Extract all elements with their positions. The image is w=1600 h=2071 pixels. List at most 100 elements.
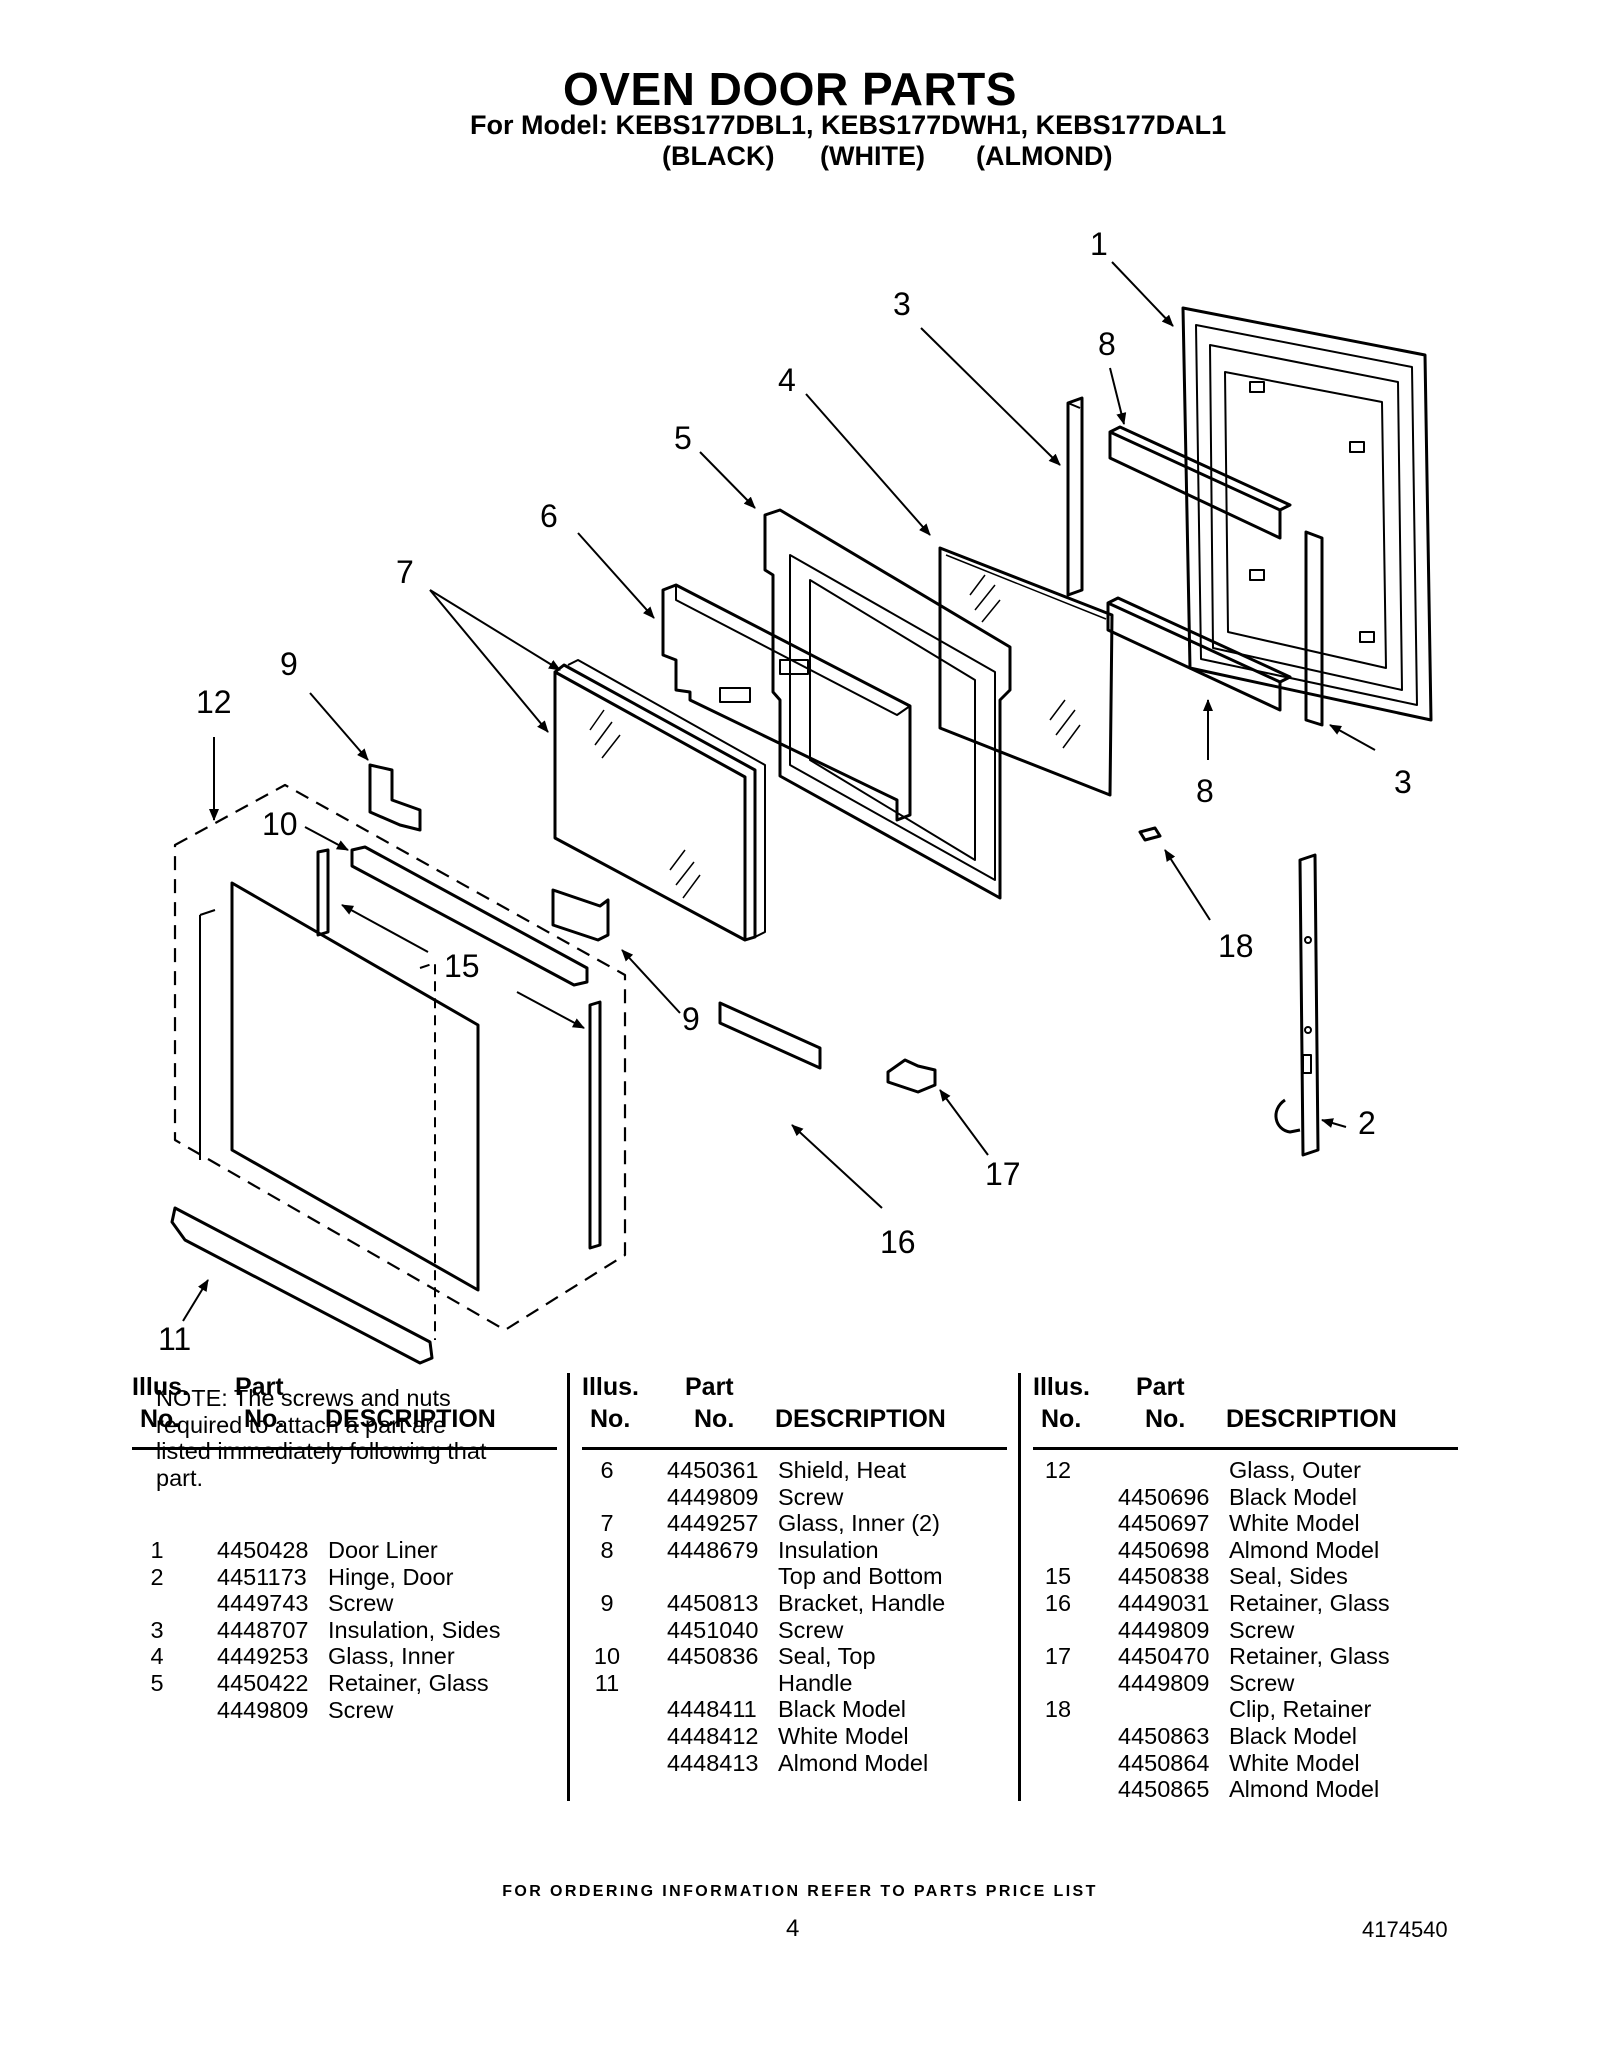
heat-shield-part xyxy=(661,583,912,822)
column-divider xyxy=(567,1373,570,1801)
callout-10: 10 xyxy=(262,806,298,842)
parts-column-2: Illus. No. Part No. DESCRIPTION 6 4450361… xyxy=(582,1373,1007,1776)
handle-part xyxy=(170,1206,434,1365)
part-number: 4450470 xyxy=(1118,1643,1210,1670)
seal-side-right-part xyxy=(588,1000,602,1250)
glass-outer-envelope xyxy=(173,783,627,1332)
part-number: 4450836 xyxy=(667,1643,759,1670)
part-description: White Model xyxy=(1229,1510,1360,1537)
seal-top-part xyxy=(350,845,589,987)
illus-number: 15 xyxy=(1044,1563,1072,1590)
callout-16: 16 xyxy=(880,1224,916,1260)
part-number: 4449743 xyxy=(217,1590,309,1617)
callout-5: 5 xyxy=(674,420,692,456)
variant-black: (BLACK) xyxy=(662,141,775,171)
insulation-top-part xyxy=(1108,425,1292,540)
header-description: DESCRIPTION xyxy=(325,1405,496,1433)
part-number: 4449031 xyxy=(1118,1590,1210,1616)
column-header: Illus. No. Part No. DESCRIPTION xyxy=(582,1373,1007,1450)
variant-almond: (ALMOND) xyxy=(976,141,1113,171)
part-description: Top and Bottom xyxy=(778,1563,943,1590)
part-description: Clip, Retainer xyxy=(1229,1696,1372,1723)
header-description: DESCRIPTION xyxy=(1226,1405,1397,1433)
header-part-no: No. xyxy=(694,1405,735,1433)
part-number: 4449809 xyxy=(217,1696,309,1723)
part-description: White Model xyxy=(1229,1749,1360,1776)
part-description: Shield, Heat xyxy=(778,1457,907,1483)
part-description: Retainer, Glass xyxy=(1229,1643,1390,1670)
insulation-bottom-part xyxy=(1106,596,1292,712)
retainer-glass-small-part xyxy=(886,1058,937,1094)
illus-number: 4 xyxy=(150,1643,164,1670)
part-description: White Model xyxy=(778,1723,909,1749)
part-number: 4449809 xyxy=(667,1483,759,1510)
part-description: Black Model xyxy=(1229,1483,1357,1510)
clip-retainer-part xyxy=(1138,826,1162,842)
part-number: 4450361 xyxy=(667,1457,759,1483)
illus-number: 10 xyxy=(593,1643,621,1670)
part-description: Glass, Inner xyxy=(328,1643,455,1670)
part-description: Retainer, Glass xyxy=(1229,1590,1390,1616)
callout-3: 3 xyxy=(893,286,911,322)
exploded-parts-diagram xyxy=(170,261,1433,1365)
header-description: DESCRIPTION xyxy=(775,1405,946,1433)
part-number: 4450698 xyxy=(1118,1536,1210,1563)
header-part: Part xyxy=(1136,1373,1185,1401)
illus-number: 5 xyxy=(150,1670,164,1696)
part-description: Screw xyxy=(328,1696,394,1723)
part-number: 4450697 xyxy=(1118,1510,1210,1537)
header-part: Part xyxy=(235,1373,284,1401)
callout-9: 9 xyxy=(280,646,298,682)
part-number: 4450863 xyxy=(1118,1723,1210,1749)
callout-11: 11 xyxy=(158,1321,192,1357)
part-description: Almond Model xyxy=(1229,1776,1380,1803)
header-no: No. xyxy=(1041,1405,1082,1433)
callout-17: 17 xyxy=(985,1156,1021,1192)
part-description: Glass, Inner (2) xyxy=(778,1510,940,1537)
hinge-door-part xyxy=(1298,853,1320,1157)
part-description: Screw xyxy=(1229,1616,1295,1643)
variant-white: (WHITE) xyxy=(820,141,925,171)
illus-number: 9 xyxy=(600,1590,614,1616)
part-number: 4449257 xyxy=(667,1510,759,1537)
part-number: 4450813 xyxy=(667,1590,759,1616)
callout-1: 1 xyxy=(1090,226,1108,262)
part-number: 4448412 xyxy=(667,1723,759,1749)
retainer-glass-lower-part xyxy=(718,1001,822,1070)
parts-column-1: Illus. No. Part No. DESCRIPTION NOTE: Th… xyxy=(132,1373,557,1723)
part-description: Bracket, Handle xyxy=(778,1590,946,1616)
part-description: Screw xyxy=(778,1616,844,1643)
bracket-handle-lower-part xyxy=(551,888,610,942)
header-no: No. xyxy=(140,1405,181,1433)
illus-number: 7 xyxy=(600,1510,614,1537)
part-number: 4450428 xyxy=(217,1537,309,1563)
part-description: Handle xyxy=(778,1669,853,1696)
part-description: Insulation xyxy=(778,1536,879,1563)
seal-side-left-part xyxy=(316,848,330,937)
illus-number: 6 xyxy=(600,1457,614,1483)
callout-8: 8 xyxy=(1098,326,1116,362)
document-number: 4174540 xyxy=(1362,1917,1448,1942)
part-number: 4448413 xyxy=(667,1749,759,1776)
part-number: 4450865 xyxy=(1118,1776,1210,1803)
insulation-side-right-part xyxy=(1304,530,1324,727)
column-divider xyxy=(1018,1373,1021,1801)
column-header: Illus. No. Part No. DESCRIPTION xyxy=(132,1373,557,1450)
callout-15: 15 xyxy=(444,948,480,984)
door-liner-part xyxy=(1181,306,1433,722)
page-title: OVEN DOOR PARTS xyxy=(563,63,1017,115)
illus-number: 12 xyxy=(1044,1457,1072,1483)
header-part-no: No. xyxy=(244,1405,285,1433)
column-header: Illus. No. Part No. DESCRIPTION xyxy=(1033,1373,1458,1450)
retainer-glass-part xyxy=(763,508,1012,900)
part-description: Door Liner xyxy=(328,1537,438,1563)
part-description: Seal, Top xyxy=(778,1643,876,1670)
illus-number: 8 xyxy=(600,1536,614,1563)
page-number: 4 xyxy=(786,1915,800,1942)
header-illus: Illus. xyxy=(1033,1373,1090,1401)
part-number: 4448707 xyxy=(217,1616,309,1643)
illus-number: 3 xyxy=(150,1616,164,1643)
model-line: For Model: KEBS177DBL1, KEBS177DWH1, KEB… xyxy=(470,110,1227,140)
parts-note: NOTE: The screws and nuts required to at… xyxy=(156,1385,487,1491)
